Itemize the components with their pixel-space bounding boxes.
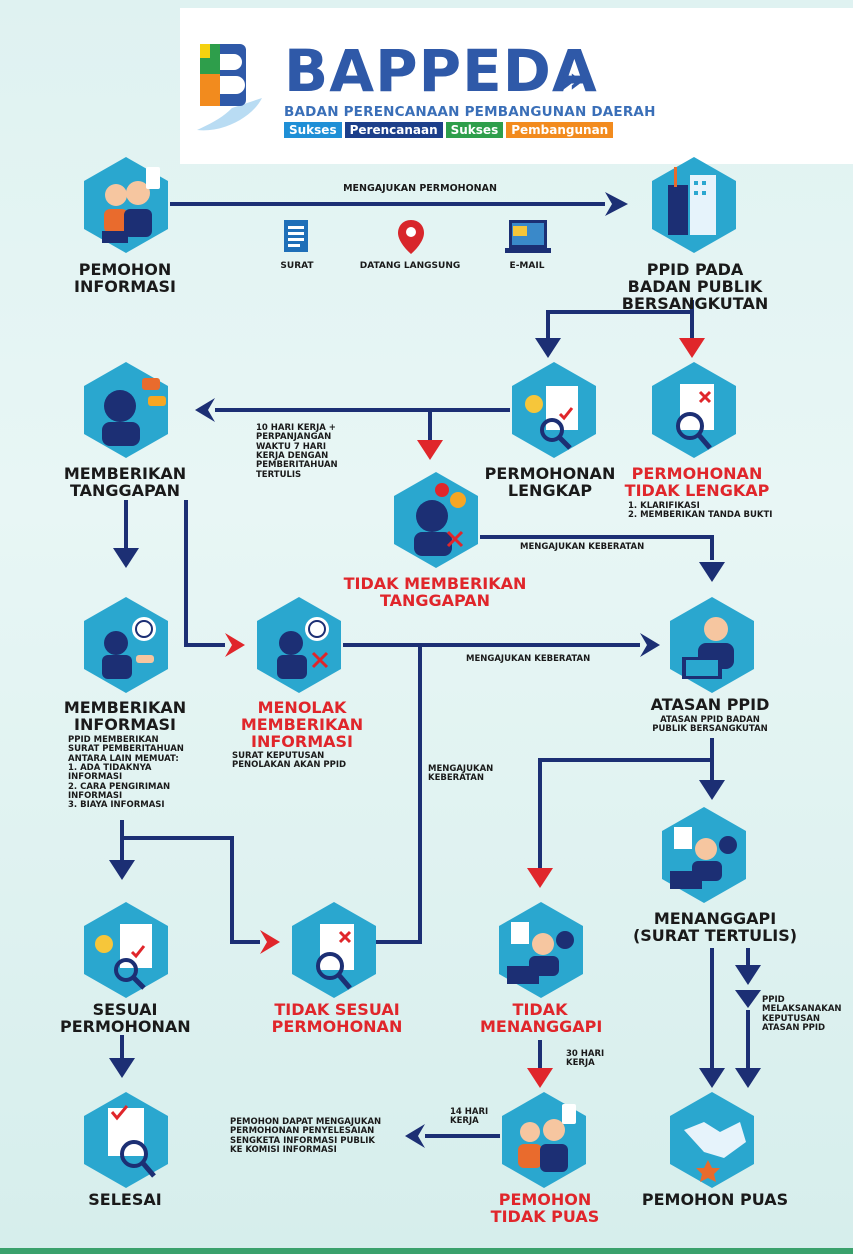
brand-title: BAPPEDA — [284, 37, 598, 105]
email-laptop-icon — [505, 220, 551, 253]
permohonan-tidak-lengkap-icon — [652, 362, 736, 458]
note-keberatan-2: MENGAJUKAN KEBERATAN — [466, 654, 591, 664]
tidak-sesuai-permohonan-icon — [292, 902, 376, 998]
permohonan-lengkap-icon — [512, 362, 596, 458]
atasan-ppid-icon — [670, 597, 754, 693]
pemohon-informasi-icon — [84, 157, 168, 253]
label-datang-langsung: DATANG LANGSUNG — [359, 261, 461, 271]
menanggapi-icon — [662, 807, 746, 903]
memberikan-tanggapan-icon — [84, 362, 168, 458]
surat-document-icon — [284, 220, 308, 252]
ppid-building-icon — [652, 157, 736, 253]
tag-perencanaan: Perencanaan — [344, 122, 443, 138]
tag-pembangunan: Pembangunan — [506, 122, 614, 138]
label-email: E-MAIL — [509, 261, 545, 271]
tagline: Sukses Perencanaan Sukses Pembangunan — [284, 122, 614, 138]
tag-sukses-2: Sukses — [445, 122, 504, 138]
sesuai-permohonan-icon — [84, 902, 168, 998]
menolak-memberikan-informasi-icon — [257, 597, 341, 693]
pemohon-puas-icon — [670, 1092, 754, 1188]
tidak-memberikan-tanggapan-icon — [394, 472, 478, 568]
footer-bar — [0, 1248, 853, 1254]
header-panel — [180, 8, 853, 164]
location-pin-icon — [398, 220, 424, 254]
selesai-icon — [84, 1092, 168, 1188]
label-pemohon-puas: PEMOHON PUAS — [641, 1190, 789, 1209]
label-selesai: SELESAI — [88, 1190, 162, 1209]
bappeda-logo-icon — [197, 44, 262, 131]
tag-sukses-1: Sukses — [284, 122, 342, 138]
brand-subtitle: BADAN PERENCANAAN PEMBANGUNAN DAERAH — [284, 104, 656, 120]
memberikan-informasi-icon — [84, 597, 168, 693]
label-atasan-ppid: ATASAN PPID — [650, 695, 770, 714]
tidak-menanggapi-icon — [499, 902, 583, 998]
chevron-right-icon: » — [560, 60, 584, 101]
note-mengajukan-permohonan: MENGAJUKAN PERMOHONAN — [343, 183, 497, 194]
label-menanggapi: MENANGGAPI(SURAT TERTULIS) — [632, 909, 798, 945]
note-keberatan-1: MENGAJUKAN KEBERATAN — [520, 542, 645, 552]
pemohon-tidak-puas-icon — [502, 1092, 586, 1188]
label-surat: SURAT — [280, 261, 314, 271]
